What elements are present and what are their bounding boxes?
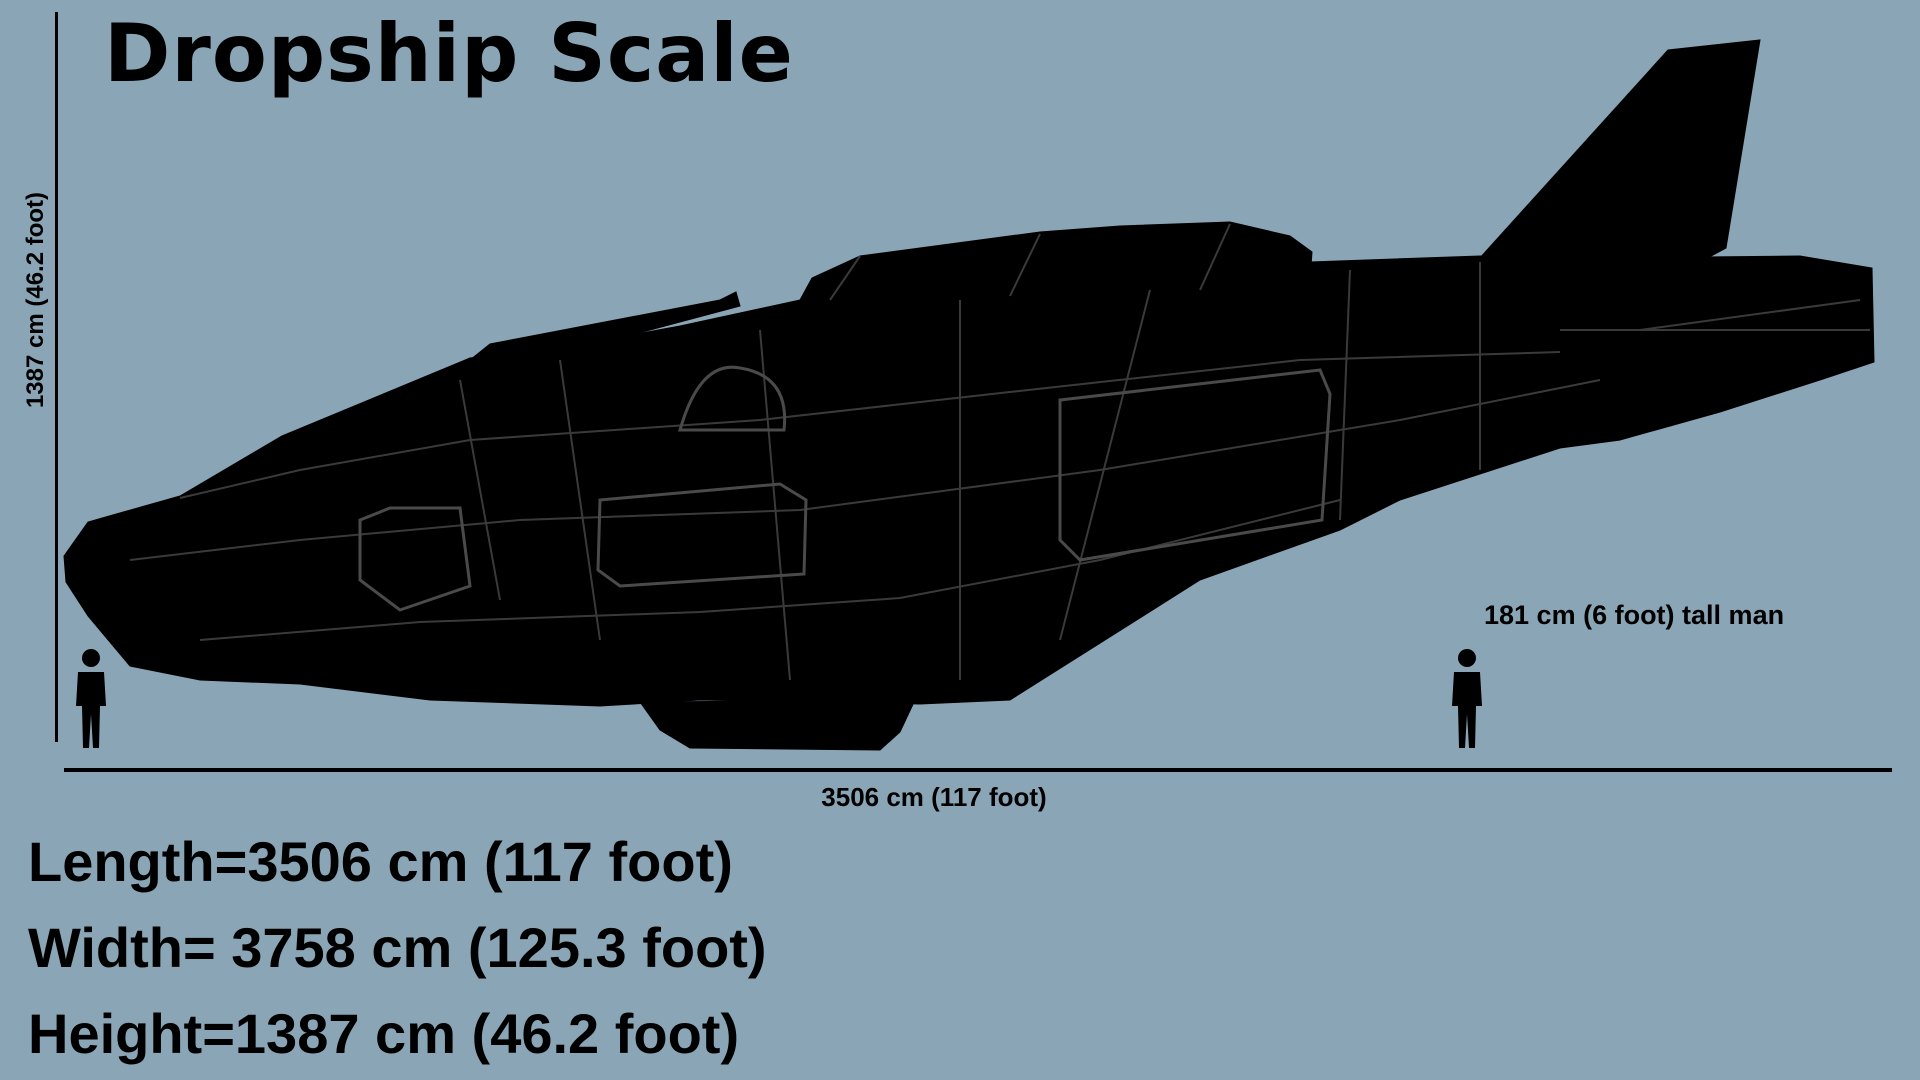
man-height-label: 181 cm (6 foot) tall man — [1484, 600, 1785, 630]
person-silhouette-icon — [76, 649, 106, 748]
belly-pad — [639, 699, 916, 751]
length-dimension-line — [64, 768, 1892, 772]
main-hull — [63, 255, 1641, 707]
tail-fin — [1476, 39, 1761, 263]
height-dimension-line — [55, 12, 58, 742]
hull-panel-front — [358, 506, 472, 612]
person-silhouette-icon — [1452, 649, 1482, 748]
spec-width: Width= 3758 cm (125.3 foot) — [28, 916, 767, 979]
hull-panel-mid — [596, 482, 808, 588]
length-dimension-label: 3506 cm (117 foot) — [821, 782, 1047, 812]
spec-length: Length=3506 cm (117 foot) — [28, 830, 733, 893]
dome-hatch — [678, 365, 787, 432]
spec-height: Height=1387 cm (46.2 foot) — [28, 1002, 740, 1065]
dorsal-spine — [468, 291, 741, 371]
hull-panel-aft — [1058, 368, 1332, 562]
page-title: Dropship Scale — [104, 7, 794, 100]
